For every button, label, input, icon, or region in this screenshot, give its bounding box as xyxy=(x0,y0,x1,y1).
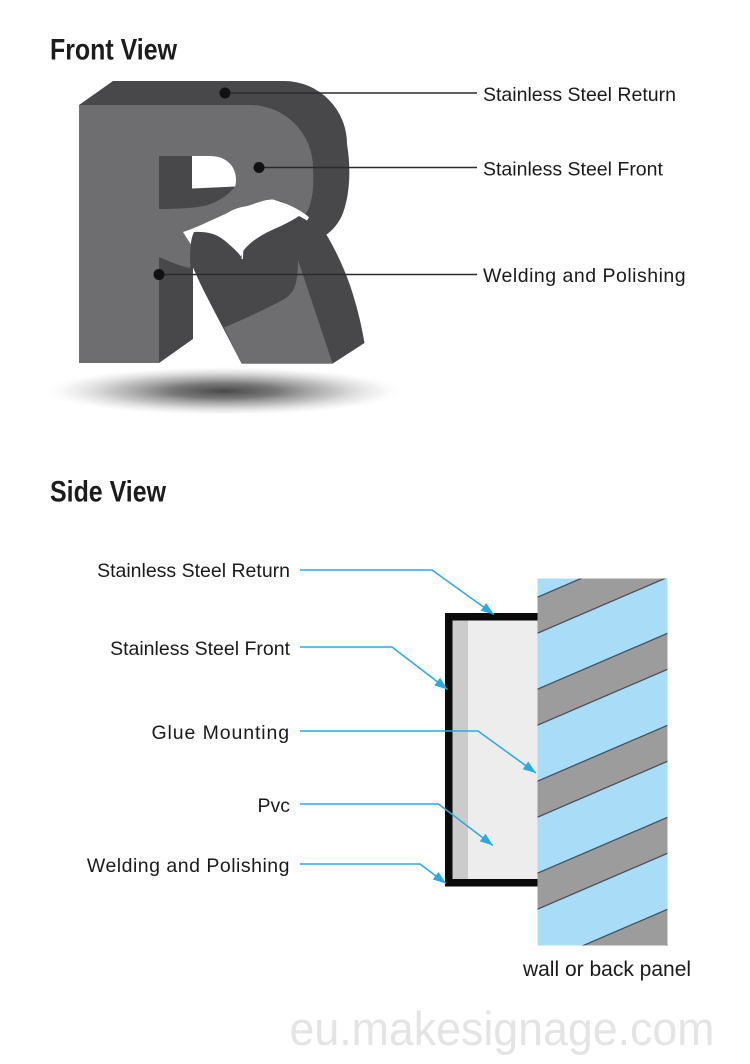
svg-text:Stainless Steel Front: Stainless Steel Front xyxy=(110,638,291,660)
svg-text:wall or back panel: wall or back panel xyxy=(522,958,691,981)
svg-text:Side View: Side View xyxy=(50,476,167,509)
svg-text:Welding and Polishing: Welding and Polishing xyxy=(87,855,290,877)
svg-text:Front View: Front View xyxy=(50,34,178,67)
svg-text:Stainless Steel Front: Stainless Steel Front xyxy=(483,159,664,181)
svg-text:Pvc: Pvc xyxy=(257,795,290,817)
svg-text:Welding and Polishing: Welding and Polishing xyxy=(483,265,686,287)
svg-text:Stainless Steel Return: Stainless Steel Return xyxy=(97,560,290,582)
svg-text:Glue Mounting: Glue Mounting xyxy=(151,722,290,744)
svg-text:Stainless Steel Return: Stainless Steel Return xyxy=(483,84,676,106)
svg-text:eu.makesignage.com: eu.makesignage.com xyxy=(290,1002,715,1055)
